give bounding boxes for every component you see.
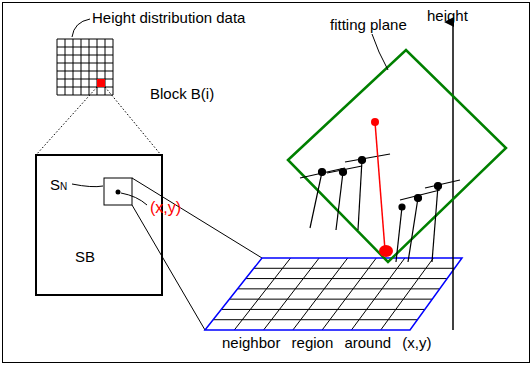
region-label: SB xyxy=(75,248,95,265)
grid-line xyxy=(246,278,447,279)
block-label: Block B(i) xyxy=(150,85,214,102)
block-square: SB xyxy=(35,154,163,296)
plane-label: fitting plane xyxy=(330,16,407,33)
region-caption: neighbor region around (x,y) xyxy=(222,334,431,351)
data-label: Height distribution data xyxy=(92,9,245,26)
grid-line xyxy=(221,309,425,310)
grid-line xyxy=(57,47,113,48)
grid-line xyxy=(57,63,113,64)
axis-label: height xyxy=(427,7,468,24)
grid-line xyxy=(254,268,455,269)
grid-line xyxy=(264,258,320,330)
grid-line xyxy=(57,71,113,72)
grid-line xyxy=(57,55,113,56)
grid-line xyxy=(293,258,348,330)
grid-line xyxy=(322,258,376,330)
grid-line xyxy=(213,319,417,320)
grid-line xyxy=(238,288,440,289)
grid-line xyxy=(57,95,113,96)
grid-line xyxy=(234,258,290,330)
point-label: (x,y) xyxy=(150,199,181,216)
grid-line xyxy=(57,39,113,40)
region-label: SN xyxy=(50,176,67,195)
grid-line xyxy=(229,299,432,300)
grid-line xyxy=(351,258,404,330)
grid-line xyxy=(381,258,434,330)
